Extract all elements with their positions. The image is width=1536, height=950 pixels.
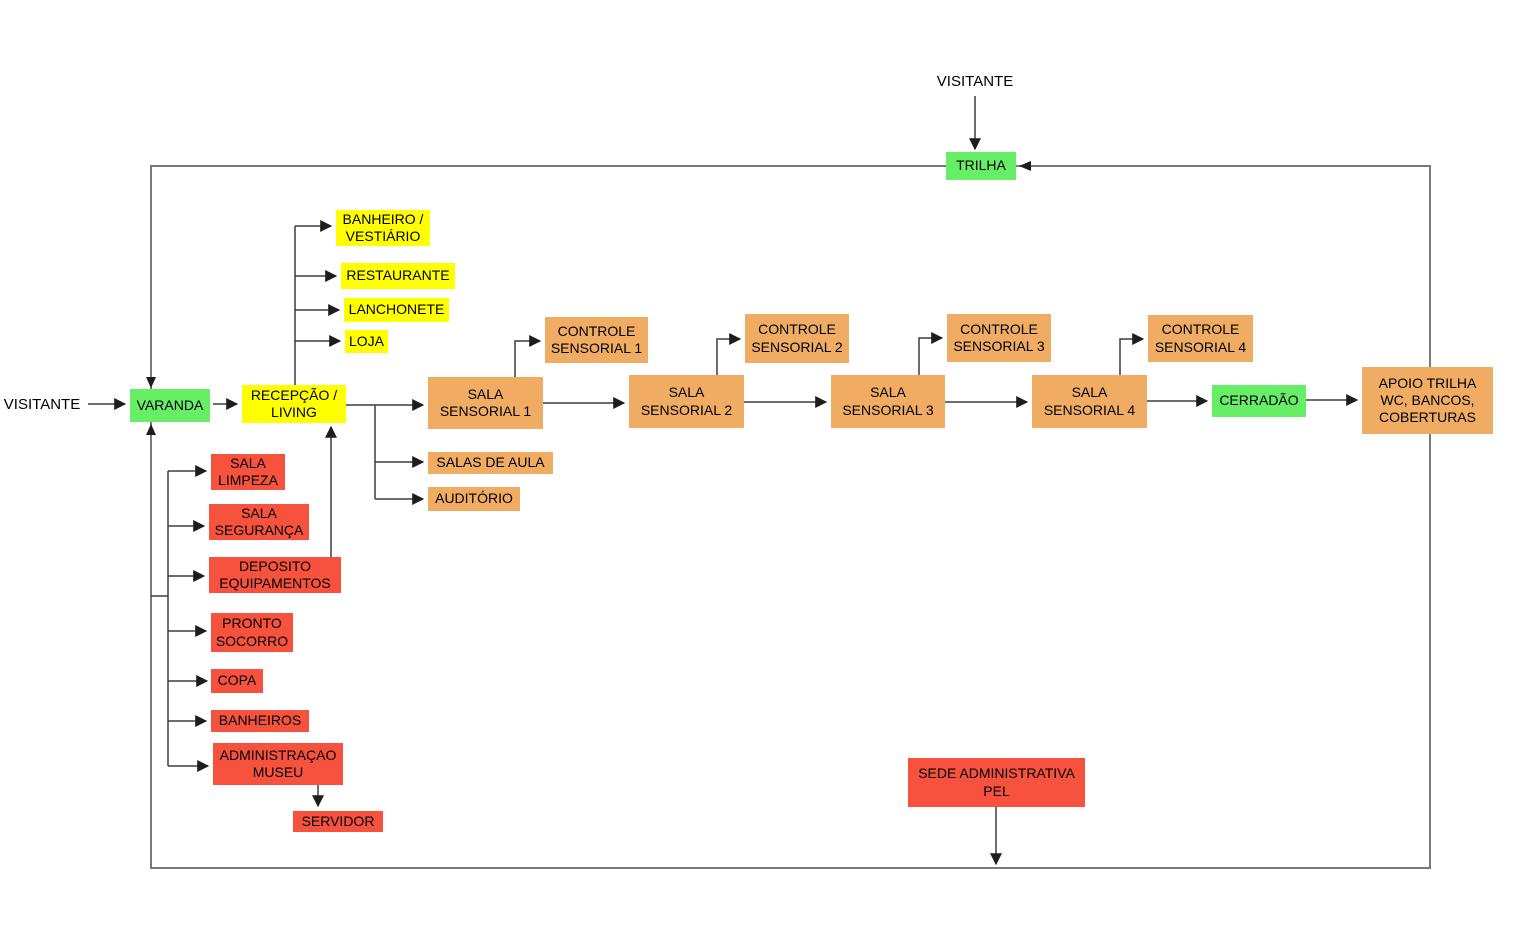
node-controle-sensorial-3: CONTROLE SENSORIAL 3 (947, 314, 1051, 362)
node-sala-limpeza: SALA LIMPEZA (211, 454, 285, 490)
node-administracao-museu: ADMINISTRAÇAO MUSEU (213, 743, 343, 785)
visitante-top-label: VISITANTE (936, 73, 1014, 90)
node-varanda: VARANDA (130, 389, 210, 422)
visitante-left-label: VISITANTE (3, 396, 81, 413)
node-sala-sensorial-2: SALA SENSORIAL 2 (629, 375, 744, 428)
node-apoio-trilha: APOIO TRILHA WC, BANCOS, COBERTURAS (1362, 367, 1493, 434)
boundary-frame (150, 165, 1431, 869)
node-sala-sensorial-1: SALA SENSORIAL 1 (428, 377, 543, 429)
node-controle-sensorial-4: CONTROLE SENSORIAL 4 (1148, 315, 1253, 362)
node-sede-administrativa-pel: SEDE ADMINISTRATIVA PEL (908, 758, 1085, 807)
node-cerradao: CERRADÃO (1212, 385, 1306, 417)
frame-arrowheads (146, 161, 1031, 435)
node-auditorio: AUDITÓRIO (428, 487, 520, 511)
node-salas-de-aula: SALAS DE AULA (428, 452, 553, 474)
node-lanchonete: LANCHONETE (344, 298, 449, 322)
flow-lines (88, 96, 1359, 866)
node-copa: COPA (211, 669, 263, 693)
node-pronto-socorro: PRONTO SOCORRO (211, 613, 293, 652)
node-loja: LOJA (345, 330, 388, 353)
node-restaurante: RESTAURANTE (341, 263, 455, 289)
node-controle-sensorial-1: CONTROLE SENSORIAL 1 (545, 317, 648, 363)
node-sala-sensorial-4: SALA SENSORIAL 4 (1032, 375, 1147, 428)
node-deposito-equipamentos: DEPOSITO EQUIPAMENTOS (209, 557, 341, 593)
node-banheiro-vestiario: BANHEIRO / VESTIÁRIO (336, 210, 430, 246)
node-servidor: SERVIDOR (293, 811, 383, 832)
node-banheiros: BANHEIROS (211, 710, 309, 732)
node-recepcao-living: RECEPÇÃO / LIVING (242, 385, 346, 423)
node-trilha: TRILHA (946, 152, 1016, 180)
node-sala-seguranca: SALA SEGURANÇA (209, 504, 309, 540)
node-controle-sensorial-2: CONTROLE SENSORIAL 2 (745, 314, 849, 363)
node-sala-sensorial-3: SALA SENSORIAL 3 (831, 375, 945, 428)
